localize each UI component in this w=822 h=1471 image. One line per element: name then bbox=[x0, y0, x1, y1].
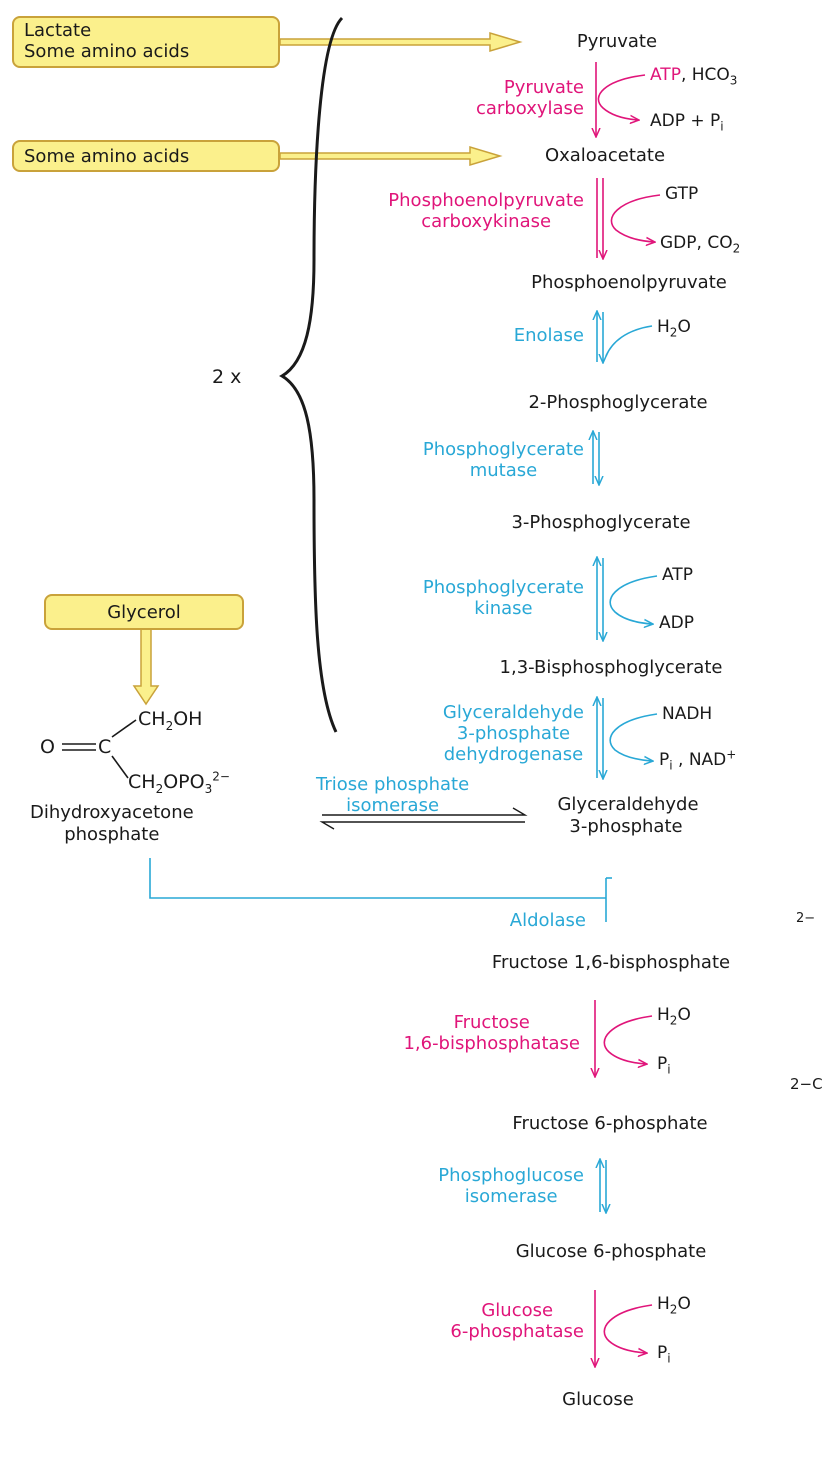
cofactor-h2o-fbpase: H2O bbox=[657, 1005, 691, 1028]
edge-fragment-1: 2− bbox=[796, 911, 816, 926]
bond-c-ch2oh bbox=[111, 719, 137, 738]
brace-label: 2 x bbox=[212, 366, 242, 388]
enzyme-fbpase: Fructose 1,6-bisphosphatase bbox=[403, 1012, 580, 1054]
metabolite-phosphoenolpyruvate: Phosphoenolpyruvate bbox=[531, 272, 727, 293]
source-arrow-amino-acids bbox=[279, 145, 503, 167]
dhap-carbon: C bbox=[98, 736, 112, 758]
source-arrow-lactate bbox=[279, 31, 523, 53]
curved-arrow-nadh bbox=[609, 713, 658, 761]
curved-arrow-atp-adp bbox=[609, 575, 658, 624]
metabolite-fructose-1-6-bisphosphate: Fructose 1,6-bisphosphate bbox=[491, 952, 731, 973]
metabolite-glyceraldehyde-3-phosphate-line2: 3-phosphate bbox=[569, 816, 683, 837]
metabolite-1-3-bisphosphoglycerate: 1,3-Bisphosphoglycerate bbox=[499, 657, 723, 678]
brace bbox=[279, 16, 344, 733]
cofactor-atp-hco3: ATP, HCO3 bbox=[650, 65, 738, 88]
curved-arrow-h2o-fbpase bbox=[603, 1015, 653, 1064]
curved-arrow-h2o-enolase bbox=[605, 325, 653, 357]
enzyme-enolase: Enolase bbox=[513, 325, 584, 346]
curved-arrow-gtp-gdp bbox=[610, 194, 661, 242]
metabolite-oxaloacetate: Oxaloacetate bbox=[544, 145, 666, 166]
cofactor-gtp: GTP bbox=[665, 184, 699, 204]
tpi-arrow-forward bbox=[322, 807, 528, 816]
cofactor-pi-fbpase: Pi bbox=[657, 1054, 671, 1077]
cofactor-pi-nad: Pi , NAD+ bbox=[659, 747, 737, 773]
enzyme-pyruvate-carboxylase: Pyruvate carboxylase bbox=[476, 77, 584, 119]
dhap-ch2opo3: CH2OPO32− bbox=[128, 769, 230, 796]
bond-c-ch2opo3 bbox=[111, 755, 129, 779]
enzyme-pepck: Phosphoenolpyruvate carboxykinase bbox=[388, 190, 584, 232]
enzyme-phosphoglucose-isomerase: Phosphoglucose isomerase bbox=[438, 1165, 584, 1207]
cofactor-nadh: NADH bbox=[662, 704, 713, 724]
dhap-oxygen: O bbox=[40, 736, 55, 758]
enzyme-aldolase: Aldolase bbox=[509, 910, 586, 931]
metabolite-3-phosphoglycerate: 3-Phosphoglycerate bbox=[511, 512, 691, 533]
curved-arrow-h2o-g6pase bbox=[603, 1304, 653, 1353]
cofactor-h2o-enolase: H2O bbox=[657, 317, 691, 340]
enzyme-phosphoglycerate-mutase: Phosphoglycerate mutase bbox=[422, 439, 584, 481]
source-arrow-glycerol bbox=[132, 627, 160, 706]
cofactor-atp-kinase: ATP bbox=[662, 565, 693, 585]
edge-fragment-2: 2−C bbox=[790, 1075, 822, 1093]
dhap-ch2oh: CH2OH bbox=[138, 708, 203, 733]
cofactor-gdp-co2: GDP, CO2 bbox=[660, 233, 741, 256]
cofactor-adp-pi-1: ADP + Pi bbox=[650, 111, 724, 134]
metabolite-fructose-6-phosphate: Fructose 6-phosphate bbox=[512, 1113, 708, 1134]
source-amino-acids: Some amino acids bbox=[24, 41, 190, 62]
metabolite-glucose-6-phosphate: Glucose 6-phosphate bbox=[515, 1241, 707, 1262]
enzyme-gapdh: Glyceraldehyde 3-phosphate dehydrogenase bbox=[442, 702, 584, 765]
aldolase-bracket bbox=[149, 858, 606, 899]
cofactor-adp-kinase: ADP bbox=[659, 613, 694, 633]
cofactor-pi-g6pase: Pi bbox=[657, 1343, 671, 1366]
source-box-lactate: Lactate Some amino acids bbox=[12, 16, 280, 68]
enzyme-triose-phosphate-isomerase: Triose phosphate isomerase bbox=[316, 774, 470, 816]
source-box-glycerol: Glycerol bbox=[44, 594, 244, 630]
metabolite-glucose: Glucose bbox=[562, 1389, 634, 1410]
cofactor-h2o-g6pase: H2O bbox=[657, 1294, 691, 1317]
source-amino-acids-2: Some amino acids bbox=[24, 146, 190, 167]
source-box-amino-acids: Some amino acids bbox=[12, 140, 280, 172]
metabolite-pyruvate: Pyruvate bbox=[576, 31, 658, 52]
enzyme-phosphoglycerate-kinase: Phosphoglycerate kinase bbox=[422, 577, 584, 619]
metabolite-glyceraldehyde-3-phosphate-line1: Glyceraldehyde bbox=[557, 794, 699, 815]
source-glycerol: Glycerol bbox=[107, 602, 181, 623]
tpi-arrow-reverse bbox=[319, 821, 525, 830]
source-lactate: Lactate bbox=[24, 20, 92, 41]
curved-arrow-atp-hco3 bbox=[597, 74, 646, 120]
dhap-name: Dihydroxyacetone phosphate bbox=[30, 802, 194, 845]
metabolite-2-phosphoglycerate: 2-Phosphoglycerate bbox=[528, 392, 708, 413]
enzyme-glucose-6-phosphatase: Glucose 6-phosphatase bbox=[450, 1300, 584, 1342]
